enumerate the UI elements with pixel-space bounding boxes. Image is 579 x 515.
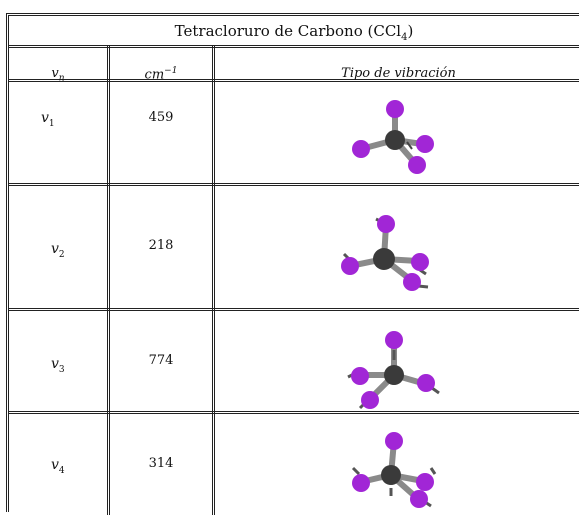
rule-title [9, 45, 579, 48]
rule-header [9, 79, 579, 82]
header-frequency: cm−1 [144, 66, 178, 83]
rule-row-2 [9, 308, 579, 311]
table-title: Tetracloruro de Carbono (CCl4) [174, 22, 414, 43]
frequency-cell-2: 218 [148, 238, 174, 253]
frequency-cell-1: 459 [148, 110, 174, 125]
mode-cell-2: v2 [51, 241, 65, 260]
frequency-cell-3: 774 [148, 353, 174, 368]
mode-cell-3: v3 [51, 356, 65, 375]
vibration-table: Tetracloruro de Carbono (CCl4) vn cm−1 T… [6, 13, 579, 515]
frequency-cell-4: 314 [148, 456, 174, 471]
rule-row-1 [9, 183, 579, 186]
ccl4-vibration-mode-2-icon [341, 215, 429, 291]
ccl4-vibration-mode-1-icon [352, 100, 434, 174]
mode-cell-1: v1 [41, 110, 55, 129]
header-mode: vn [51, 66, 65, 84]
rule-col-1 [107, 45, 110, 515]
ccl4-vibration-mode-4-icon [351, 432, 437, 508]
ccl4-vibration-mode-3-icon [347, 331, 440, 410]
rule-col-2 [212, 45, 215, 515]
mode-cell-4: v4 [51, 457, 65, 476]
header-vibration-type: Tipo de vibración [341, 66, 456, 81]
rule-row-3 [9, 411, 579, 414]
